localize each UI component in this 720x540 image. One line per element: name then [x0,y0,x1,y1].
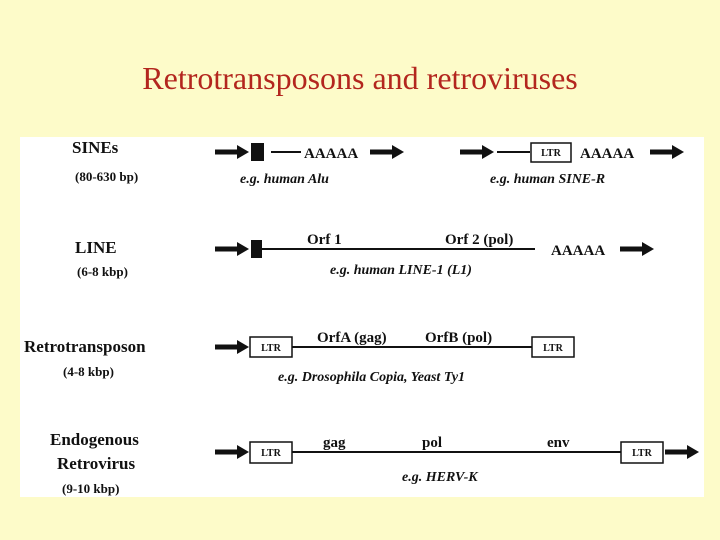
line-end-arrow-icon [620,242,654,256]
sines-ltr-box [530,142,572,163]
slide-title: Retrotransposons and retroviruses [142,60,578,96]
erv-end-arrow-icon [665,445,699,459]
erv-example: e.g. HERV-K [402,470,479,485]
retrotransposon-size: (4-8 kbp) [63,364,114,379]
line-orf1: Orf 1 [307,232,342,248]
sines-alu-start-arrow-icon [215,145,249,159]
retrotransposon-orfb: OrfB (pol) [425,330,492,346]
retrotransposon-example: e.g. Drosophila Copia, Yeast Ty1 [278,370,465,385]
sines-polya-2: AAAAA [580,146,634,162]
sines-example-2: e.g. human SINE-R [490,172,605,187]
sines-polya-1: AAAAA [304,146,358,162]
erv-size: (9-10 kbp) [62,481,119,496]
retrotransposon-ltr-right-box [531,336,575,358]
erv-ltr-right-text: LTR [632,448,652,459]
line-5prime-box [251,240,262,258]
sines-siner-start-arrow-icon [460,145,494,159]
line-orf2: Orf 2 (pol) [445,232,513,248]
erv-ltr-left-text: LTR [261,448,281,459]
line-example: e.g. human LINE-1 (L1) [330,263,472,278]
erv-ltr-right-box [620,441,664,464]
sines-ltr-text: LTR [541,148,561,159]
erv-start-arrow-icon [215,445,249,459]
sines-label: SINEs [72,138,119,157]
line-size: (6-8 kbp) [77,264,128,279]
erv-env: env [547,435,570,451]
retrotransposon-ltr-left-text: LTR [261,343,281,354]
erv-gag: gag [323,435,346,451]
sines-alu-box [251,143,264,161]
line-polya: AAAAA [551,243,605,259]
diagram-panel: SINEs (80-630 bp) AAAAA e.g. human Alu L… [20,137,704,497]
sines-example-1: e.g. human Alu [240,172,329,187]
line-start-arrow-icon [215,242,249,256]
retrotransposon-orfa: OrfA (gag) [317,330,387,346]
retrotransposon-ltr-right-text: LTR [543,343,563,354]
retrotransposon-start-arrow-icon [215,340,249,354]
erv-pol: pol [422,435,442,451]
sines-siner-end-arrow-icon [650,145,684,159]
retrotransposon-label: Retrotransposon [24,337,146,356]
sines-alu-end-arrow-icon [370,145,404,159]
elements-diagram: SINEs (80-630 bp) AAAAA e.g. human Alu L… [24,138,699,496]
erv-label-line2: Retrovirus [57,454,135,473]
erv-label-line1: Endogenous [50,430,139,449]
sines-size: (80-630 bp) [75,169,138,184]
line-label: LINE [75,238,117,257]
